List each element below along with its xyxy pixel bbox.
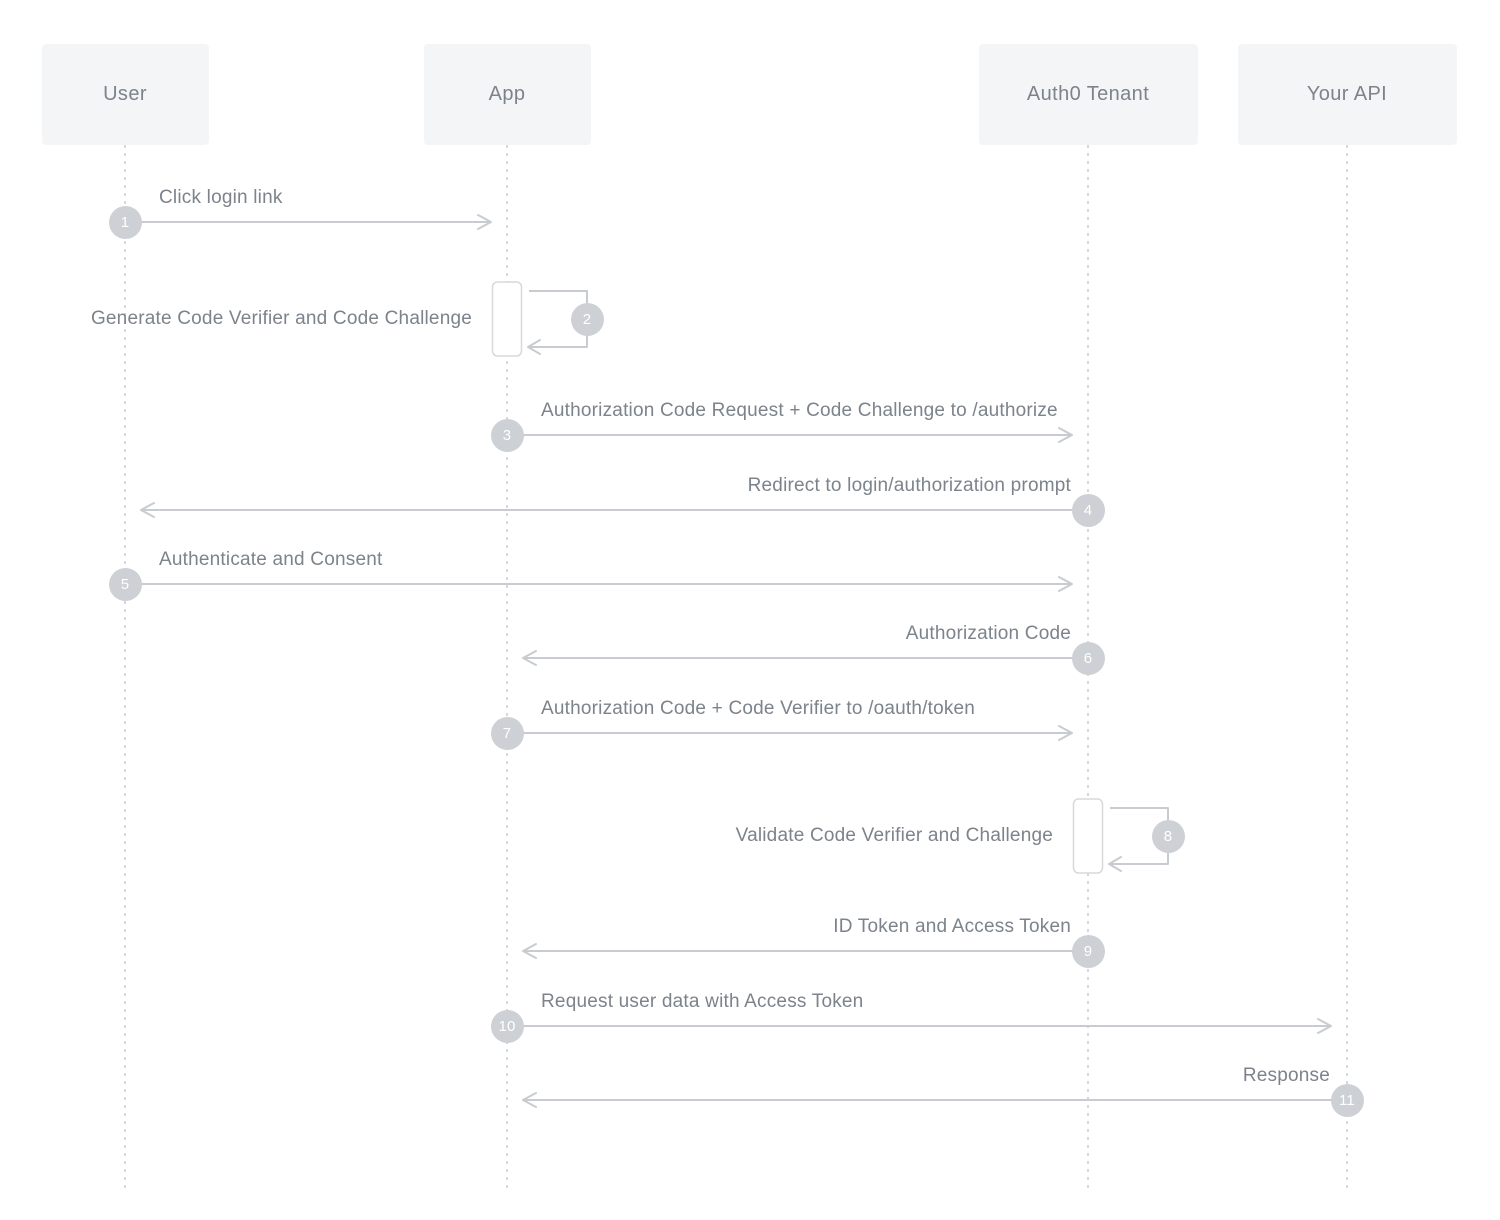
message-3-step-badge: 3 [490,418,524,452]
message-10-arrowhead-icon [1317,1018,1332,1034]
message-11-step-badge: 11 [1330,1083,1364,1117]
message-7-label: Authorization Code + Code Verifier to /o… [541,698,976,719]
message-2-self-arrowhead-icon [527,339,541,355]
message-6-arrowhead-icon [522,650,537,666]
actor-api: Your API [1237,44,1457,145]
message-8-step-badge: 8 [1151,819,1185,853]
message-10-step-badge: 10 [490,1009,524,1043]
message-7-arrowhead-icon [1058,725,1073,741]
message-9-step-badge: 9 [1071,934,1105,968]
message-11-label: Response [1242,1065,1330,1086]
message-3-arrowhead-icon [1058,427,1073,443]
message-2-label: Generate Code Verifier and Code Challeng… [90,308,472,329]
actor-api-label: Your API [1306,83,1388,105]
message-5-label: Authenticate and Consent [159,549,383,570]
message-4-arrowhead-icon [140,502,155,518]
message-4-step-badge: 4 [1071,493,1105,527]
message-1-label: Click login link [159,187,283,208]
message-8-label: Validate Code Verifier and Challenge [735,825,1053,846]
actor-user-label: User [103,83,147,105]
message-1-step-badge: 1 [108,205,142,239]
message-9-arrowhead-icon [522,943,537,959]
actor-app: App [423,44,591,145]
message-1-arrowhead-icon [477,214,492,230]
message-9-label: ID Token and Access Token [833,916,1071,937]
message-10-label: Request user data with Access Token [541,991,864,1012]
actor-app-label: App [488,83,526,105]
message-6-step-badge: 6 [1071,641,1105,675]
message-6-label: Authorization Code [905,623,1071,644]
actor-auth0: Auth0 Tenant [978,44,1198,145]
message-2-step-badge: 2 [570,302,604,336]
actor-auth0-label: Auth0 Tenant [1026,83,1150,105]
message-8-self-arrowhead-icon [1108,856,1122,872]
message-4-label: Redirect to login/authorization prompt [747,475,1071,496]
activation-box-auth0 [1072,798,1104,874]
message-5-step-badge: 5 [108,567,142,601]
message-3-label: Authorization Code Request + Code Challe… [541,400,1058,421]
message-11-arrowhead-icon [522,1092,537,1108]
message-7-step-badge: 7 [490,716,524,750]
actor-user: User [41,44,209,145]
activation-box-app [491,281,523,357]
message-5-arrowhead-icon [1058,576,1073,592]
